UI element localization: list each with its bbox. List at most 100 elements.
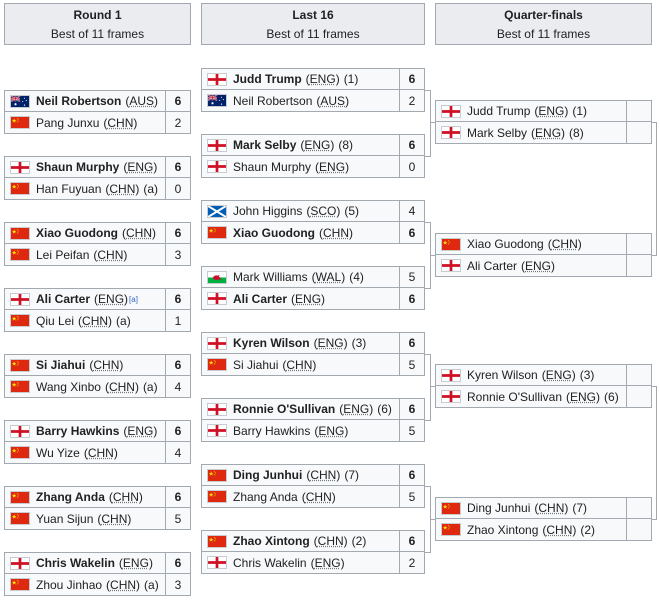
player-name-link[interactable]: Yuan Sijun xyxy=(36,511,94,526)
country-code-link[interactable]: ENG xyxy=(127,160,154,174)
country-code-link[interactable]: CHN xyxy=(538,501,565,515)
country-code-link[interactable]: CHN xyxy=(82,313,109,328)
player-name-link[interactable]: Zhang Anda xyxy=(233,489,298,504)
country-code-link[interactable]: CHN xyxy=(126,226,152,240)
country-code-link[interactable]: ENG xyxy=(545,368,572,382)
player-name-link[interactable]: Wu Yize xyxy=(36,445,80,460)
player-cell: Shaun Murphy(ENG) xyxy=(202,156,399,177)
player-name-link[interactable]: Xiao Guodong xyxy=(467,237,544,251)
player-name-link[interactable]: Zhao Xintong xyxy=(233,534,310,548)
player-name-link[interactable]: Chris Wakelin xyxy=(36,556,115,570)
country-code-link[interactable]: CHN xyxy=(112,490,139,504)
player-name-link[interactable]: Han Fuyuan xyxy=(36,181,102,196)
country-code-link[interactable]: CHN xyxy=(310,468,337,482)
china-flag xyxy=(441,501,461,515)
country-code-link[interactable]: ENG xyxy=(317,336,344,350)
player-name-link[interactable]: Ali Carter xyxy=(36,292,91,306)
seed-number: (3) xyxy=(351,336,367,350)
country-code-link[interactable]: ENG xyxy=(122,556,149,570)
player-name-link[interactable]: Zhao Xintong xyxy=(467,522,539,537)
country-code-link[interactable]: CHN xyxy=(87,445,114,460)
country-code-link[interactable]: ENG xyxy=(318,423,345,438)
country-code: (CHN) xyxy=(542,522,577,537)
header-round-1: Round 1 Best of 11 frames xyxy=(4,3,191,45)
player-name-link[interactable]: Si Jiahui xyxy=(36,358,86,372)
country-code-link[interactable]: CHN xyxy=(97,247,124,262)
country-code-link[interactable]: ENG xyxy=(295,291,322,306)
player-name-link[interactable]: Zhang Anda xyxy=(36,490,105,504)
country-code-link[interactable]: ENG xyxy=(538,104,565,118)
country-code-link[interactable]: CHN xyxy=(101,511,128,526)
player-row: Ali Carter(ENG)6 xyxy=(201,288,425,310)
country-code-link[interactable]: ENG xyxy=(570,389,597,404)
player-name-link[interactable]: Lei Peifan xyxy=(36,247,90,262)
country-code-link[interactable]: ENG xyxy=(127,424,154,438)
player-name-link[interactable]: Wang Xinbo xyxy=(36,379,101,394)
country-code-link[interactable]: ENG xyxy=(98,292,125,306)
country-code-link[interactable]: CHN xyxy=(305,489,332,504)
seed-number: (6) xyxy=(377,402,392,416)
country-code-link[interactable]: ENG xyxy=(525,258,552,273)
country-code-link[interactable]: CHN xyxy=(317,534,344,548)
player-name-link[interactable]: Mark Selby xyxy=(233,138,297,152)
player-row: Yuan Sijun(CHN)5 xyxy=(4,508,191,530)
player-name-link[interactable]: Si Jiahui xyxy=(233,357,279,372)
player-row: Xiao Guodong(CHN)6 xyxy=(4,222,191,244)
country-code-link[interactable]: CHN xyxy=(546,522,573,537)
china-flag xyxy=(207,226,227,239)
player-name-link[interactable]: Chris Wakelin xyxy=(233,555,307,570)
country-code-link[interactable]: ENG xyxy=(343,402,370,416)
player-name-link[interactable]: Mark Selby xyxy=(467,125,528,140)
player-name-link[interactable]: Qiu Lei xyxy=(36,313,75,328)
player-name-link[interactable]: Barry Hawkins xyxy=(233,423,311,438)
england-flag xyxy=(441,390,461,403)
country-code-link[interactable]: CHN xyxy=(551,237,578,251)
player-name-link[interactable]: Zhou Jinhao xyxy=(36,577,103,592)
country-code-link[interactable]: CHN xyxy=(93,358,120,372)
country-code-link[interactable]: CHN xyxy=(110,577,137,592)
player-name-link[interactable]: Ali Carter xyxy=(233,291,288,306)
player-name-link[interactable]: Pang Junxu xyxy=(36,115,100,130)
country-code-link[interactable]: AUS xyxy=(320,93,346,108)
player-name-link[interactable]: Kyren Wilson xyxy=(467,368,538,382)
player-name-link[interactable]: Mark Williams xyxy=(233,270,308,284)
country-code-link[interactable]: AUS xyxy=(129,94,155,108)
country-code: (CHN) xyxy=(319,225,353,240)
header-subtitle: Best of 11 frames xyxy=(50,27,145,41)
country-code-link[interactable]: ENG xyxy=(304,138,331,152)
country-code-link[interactable]: ENG xyxy=(535,125,562,140)
player-name-link[interactable]: Ronnie O'Sullivan xyxy=(233,402,336,416)
player-name-link[interactable]: Xiao Guodong xyxy=(233,225,315,240)
player-cell: Zhao Xintong(CHN)(2) xyxy=(436,519,626,540)
player-row: Neil Robertson(AUS)2 xyxy=(201,90,425,112)
player-name-link[interactable]: Shaun Murphy xyxy=(36,160,120,174)
country-code-link[interactable]: ENG xyxy=(309,72,336,86)
country-code-link[interactable]: CHN xyxy=(108,379,135,394)
player-name-link[interactable]: Judd Trump xyxy=(467,104,531,118)
player-name-link[interactable]: Ronnie O'Sullivan xyxy=(467,389,563,404)
country-code-link[interactable]: WAL xyxy=(315,270,342,284)
country-code: (AUS) xyxy=(125,94,159,108)
country-code-link[interactable]: CHN xyxy=(286,357,313,372)
player-name-link[interactable]: Kyren Wilson xyxy=(233,336,310,350)
footnote-link[interactable]: [a] xyxy=(129,294,138,304)
player-name-link[interactable]: Ding Junhui xyxy=(233,468,303,482)
player-name-link[interactable]: Shaun Murphy xyxy=(233,159,312,174)
country-code-link[interactable]: CHN xyxy=(323,225,349,240)
country-code-link[interactable]: CHN xyxy=(107,115,134,130)
player-name-link[interactable]: Barry Hawkins xyxy=(36,424,120,438)
player-name-link[interactable]: Ding Junhui xyxy=(467,501,531,515)
player-row: Mark Selby(ENG)(8)6 xyxy=(201,134,425,156)
country-code-link[interactable]: CHN xyxy=(109,181,136,196)
country-code-link[interactable]: ENG xyxy=(314,555,341,570)
player-name-link[interactable]: Neil Robertson xyxy=(36,94,122,108)
player-name-link[interactable]: Judd Trump xyxy=(233,72,302,86)
player-name-link[interactable]: Neil Robertson xyxy=(233,93,313,108)
player-name-link[interactable]: Ali Carter xyxy=(467,258,518,273)
country-code: (CHN) xyxy=(104,379,139,394)
player-cell: Wu Yize(CHN) xyxy=(5,442,165,463)
country-code-link[interactable]: SCO xyxy=(310,204,337,218)
country-code-link[interactable]: ENG xyxy=(319,159,346,174)
player-name-link[interactable]: John Higgins xyxy=(233,204,303,218)
player-name-link[interactable]: Xiao Guodong xyxy=(36,226,118,240)
